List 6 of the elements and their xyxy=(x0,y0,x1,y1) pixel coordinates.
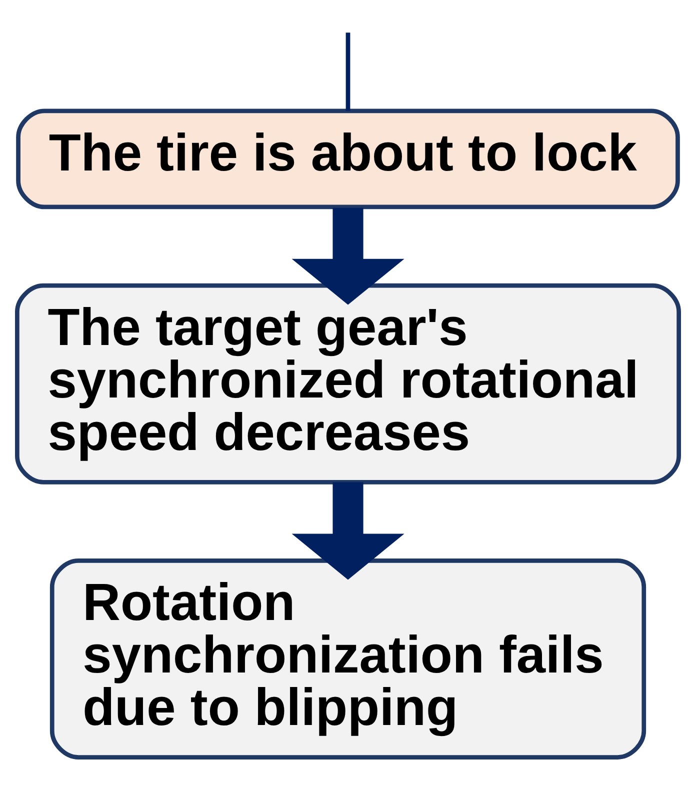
node-box: The target gear's synchronized rotational speed decreases xyxy=(15,282,681,484)
arrow xyxy=(292,207,404,304)
node-box: The tire is about to lock xyxy=(16,108,680,209)
node-box: Rotation synchronization fails due to blipping xyxy=(50,558,646,759)
arrow xyxy=(292,482,404,580)
connector xyxy=(346,32,350,110)
